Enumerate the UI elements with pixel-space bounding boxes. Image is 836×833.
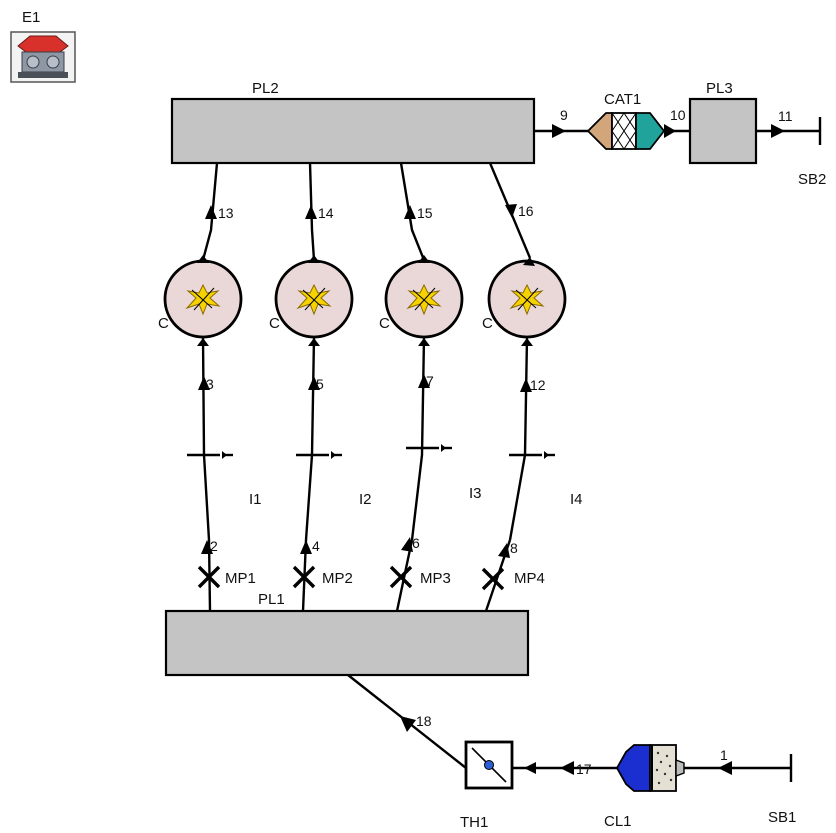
air-cleaner-component[interactable]: CL1 bbox=[604, 744, 685, 830]
measuring-point-label: MP3 bbox=[420, 570, 451, 587]
exhaust-runner[interactable]: 15 bbox=[399, 162, 433, 261]
intake-runner-lower-label: 2 bbox=[210, 538, 218, 554]
pipe-1[interactable]: 1 bbox=[684, 747, 791, 775]
cylinder-label: C bbox=[379, 315, 390, 332]
exhaust-runner-label: 14 bbox=[318, 205, 334, 221]
measuring-point-label: MP1 bbox=[225, 570, 256, 587]
pipe-18[interactable]: 18 bbox=[347, 674, 467, 769]
injector-label: I4 bbox=[570, 491, 583, 508]
air-cleaner-label: CL1 bbox=[604, 813, 632, 830]
cylinder[interactable]: C bbox=[269, 255, 354, 339]
cylinder-label: C bbox=[269, 315, 280, 332]
cylinder-label: C bbox=[482, 315, 493, 332]
engine-icon bbox=[10, 31, 76, 83]
exhaust-runner[interactable]: 16 bbox=[488, 162, 534, 259]
cylinder-outlet-arrow bbox=[308, 255, 320, 263]
measuring-point[interactable]: MP3 bbox=[389, 565, 451, 589]
pipe-10-label: 10 bbox=[670, 107, 686, 123]
intake-runner-upper-label: 5 bbox=[316, 376, 324, 392]
catalyst-component[interactable]: CAT1 bbox=[586, 91, 666, 150]
cylinder-outlet-arrow bbox=[523, 257, 535, 266]
pipe-9-label: 9 bbox=[560, 107, 568, 123]
pipe-1-label: 1 bbox=[720, 747, 728, 763]
exhaust-runner[interactable]: 13 bbox=[201, 162, 234, 261]
cylinder-inlet-arrow bbox=[308, 338, 320, 346]
exhaust-runner-label: 15 bbox=[417, 205, 433, 221]
intake-runner-lower[interactable]: 6 bbox=[395, 535, 420, 612]
intake-runner-upper[interactable]: 5 bbox=[304, 336, 324, 541]
intake-runner-upper[interactable]: 12 bbox=[508, 336, 546, 541]
spark-icon bbox=[185, 283, 221, 316]
cylinder-outlet-arrow bbox=[418, 255, 430, 263]
intake-runner-lower-label: 6 bbox=[412, 535, 420, 551]
exhaust-runner-label: 16 bbox=[518, 203, 534, 219]
engine-label: E1 bbox=[22, 9, 40, 26]
injector[interactable]: I2 bbox=[296, 451, 372, 508]
pipe-11[interactable]: 11 bbox=[756, 108, 820, 138]
measuring-point[interactable]: MP2 bbox=[292, 565, 353, 589]
intake-runner-lower-label: 8 bbox=[510, 540, 518, 556]
catalyst-icon bbox=[586, 112, 666, 150]
throttle-component[interactable]: TH1 bbox=[460, 740, 514, 831]
measuring-point[interactable]: MP4 bbox=[481, 567, 545, 591]
cross-icon bbox=[481, 567, 505, 591]
injector-label: I2 bbox=[359, 491, 372, 508]
catalyst-label: CAT1 bbox=[604, 91, 641, 108]
outlet-boundary[interactable]: SB2 bbox=[798, 117, 826, 188]
measuring-point-label: MP4 bbox=[514, 570, 545, 587]
outlet-plenum[interactable]: PL3 bbox=[688, 80, 758, 165]
intake-runner-lower-label: 4 bbox=[312, 538, 320, 554]
pipe-17[interactable]: 17 bbox=[512, 761, 617, 777]
outlet-plenum-box bbox=[688, 97, 758, 165]
cylinder[interactable]: C bbox=[482, 257, 567, 339]
measuring-point-label: MP2 bbox=[322, 570, 353, 587]
cylinder-inlet-arrow bbox=[197, 338, 209, 346]
cylinder[interactable]: C bbox=[379, 255, 464, 339]
intake-runner-upper[interactable]: 3 bbox=[197, 336, 214, 541]
spark-icon bbox=[509, 283, 545, 316]
cylinder[interactable]: C bbox=[158, 255, 243, 339]
cross-icon bbox=[197, 565, 221, 589]
injector[interactable]: I4 bbox=[509, 451, 583, 508]
pipe-18-label: 18 bbox=[416, 713, 432, 729]
cylinder-outlet-arrow bbox=[197, 255, 209, 263]
intake-runner-upper[interactable]: 7 bbox=[410, 336, 434, 541]
inlet-boundary[interactable]: SB1 bbox=[768, 754, 796, 826]
pipe-11-label: 11 bbox=[778, 108, 793, 124]
outlet-boundary-label: SB2 bbox=[798, 171, 826, 188]
injector-label: I1 bbox=[249, 491, 262, 508]
throttle-label: TH1 bbox=[460, 814, 488, 831]
intake-runner-upper-label: 3 bbox=[206, 376, 214, 392]
cylinder-inlet-arrow bbox=[418, 338, 430, 346]
cylinder-label: C bbox=[158, 315, 169, 332]
injector[interactable]: I1 bbox=[187, 451, 262, 508]
pipe-9[interactable]: 9 bbox=[534, 107, 588, 138]
cross-icon bbox=[389, 565, 413, 589]
intake-plenum[interactable]: PL1 bbox=[164, 591, 530, 677]
inlet-boundary-label: SB1 bbox=[768, 809, 796, 826]
exhaust-plenum-label: PL2 bbox=[252, 80, 279, 97]
intake-runner-upper-label: 7 bbox=[426, 373, 434, 389]
cross-icon bbox=[292, 565, 316, 589]
exhaust-plenum[interactable]: PL2 bbox=[170, 80, 536, 165]
outlet-plenum-label: PL3 bbox=[706, 80, 733, 97]
intake-plenum-box bbox=[164, 609, 530, 677]
intake-plenum-label: PL1 bbox=[258, 591, 285, 608]
spark-icon bbox=[406, 283, 442, 316]
measuring-point[interactable]: MP1 bbox=[197, 565, 256, 589]
cylinder-inlet-arrow bbox=[521, 338, 533, 346]
throttle-pivot-icon bbox=[484, 760, 494, 770]
pipe-17-label: 17 bbox=[576, 761, 592, 777]
injector-label: I3 bbox=[469, 485, 482, 502]
exhaust-plenum-box bbox=[170, 97, 536, 165]
exhaust-runner[interactable]: 14 bbox=[305, 162, 334, 261]
engine-component[interactable]: E1 bbox=[10, 9, 76, 83]
air-cleaner-icon bbox=[615, 744, 685, 792]
injector[interactable]: I3 bbox=[406, 444, 482, 502]
intake-runner-upper-label: 12 bbox=[530, 377, 546, 393]
spark-icon bbox=[296, 283, 332, 316]
pipe-10[interactable]: 10 bbox=[664, 107, 690, 138]
exhaust-runner-label: 13 bbox=[218, 205, 234, 221]
